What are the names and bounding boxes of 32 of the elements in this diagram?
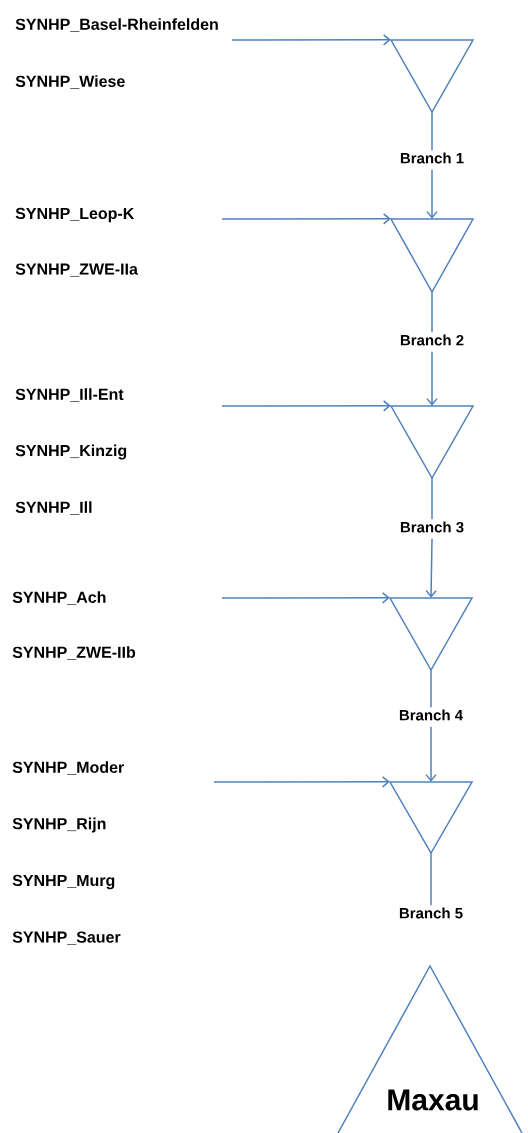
branch-label: Branch 3 <box>400 521 464 533</box>
arrow <box>221 400 391 412</box>
arrow <box>426 350 438 406</box>
river-label: SYNHP_Murg <box>12 874 115 890</box>
river-label: SYNHP_Rijn <box>12 817 106 833</box>
river-label: SYNHP_Leop-K <box>15 207 135 223</box>
arrow <box>231 34 391 46</box>
branch-label: Branch 1 <box>400 152 464 164</box>
arrow <box>213 776 390 788</box>
branch-label: Branch 4 <box>399 709 463 721</box>
river-label: SYNHP_ZWE-IIb <box>12 646 136 660</box>
river-label: SYNHP_Basel-Rheinfelden <box>15 18 218 32</box>
river-label: SYNHP_Ill-Ent <box>15 388 124 402</box>
river-label: SYNHP_Wiese <box>15 75 125 89</box>
arrow <box>221 213 391 225</box>
river-label: SYNHP_Ach <box>12 591 106 605</box>
branch-label: Branch 5 <box>399 907 463 919</box>
stem-line <box>431 291 433 334</box>
stem-line <box>431 111 433 152</box>
river-label: SYNHP_Ill <box>15 501 92 515</box>
arrow <box>425 538 437 598</box>
river-label: SYNHP_Moder <box>12 761 124 775</box>
stem-line <box>431 477 433 521</box>
stem-line <box>430 852 432 907</box>
arrow <box>221 592 390 604</box>
river-label: SYNHP_Kinzig <box>15 444 127 460</box>
river-label: SYNHP_ZWE-IIa <box>15 263 138 277</box>
river-label: SYNHP_Sauer <box>12 931 121 945</box>
stem-line <box>430 669 432 709</box>
arrow <box>426 168 438 219</box>
arrow <box>425 725 437 782</box>
branch-label: Branch 2 <box>400 334 464 346</box>
